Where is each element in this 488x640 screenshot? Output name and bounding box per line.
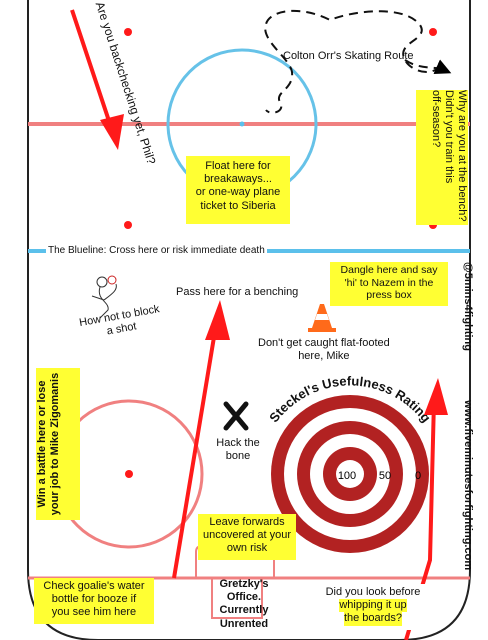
- center-dot: [239, 121, 245, 127]
- flatfooted-label: Don't get caught flat-footed here, Mike: [258, 337, 390, 363]
- water-bottle-label: Check goalie's water bottle for booze if…: [34, 578, 154, 624]
- hack-label: Hack the bone: [216, 437, 260, 463]
- doodle-figure-icon: [91, 275, 117, 319]
- hack-x-mark: [223, 401, 249, 431]
- zone-faceoff-dot: [125, 470, 133, 478]
- arrow-benching: [172, 300, 230, 579]
- arrow-phil: [70, 9, 124, 150]
- colton-skating-route: [264, 9, 444, 114]
- pass-label: Pass here for a benching: [176, 286, 299, 298]
- zigomanis-label: Win a battle here or lose your job to Mi…: [36, 368, 80, 520]
- neutral-dot: [124, 221, 132, 229]
- blueline-label: The Blueline: Cross here or risk immedia…: [46, 245, 267, 257]
- leave-label: Leave forwards uncovered at your own ris…: [198, 514, 296, 560]
- twitter-handle: @5mins4fighting: [462, 262, 474, 351]
- dangle-label: Dangle here and say 'hi' to Nazem in the…: [330, 262, 448, 306]
- float-label: Float here for breakaways... or one-way …: [186, 156, 290, 224]
- target-label-50: 50: [379, 470, 391, 482]
- goal-net: [211, 577, 263, 619]
- boards-label: Did you look before whipping it up the b…: [312, 584, 434, 630]
- usefulness-target: [271, 395, 429, 553]
- neutral-dot: [124, 28, 132, 36]
- target-label-100: 100: [338, 470, 356, 482]
- gretzky-label: Gretzky's Office. Currently Unrented: [219, 578, 269, 630]
- bench-label: Why are you at the bench? Didn't you tra…: [416, 90, 468, 225]
- website-url: www.fiveminutesforfighting.com: [462, 400, 474, 571]
- traffic-cone-icon: [308, 304, 336, 332]
- colton-route-label: Colton Orr's Skating Route: [283, 50, 414, 62]
- neutral-dot: [429, 28, 437, 36]
- rink-boards: [27, 0, 471, 640]
- target-label-0: 0: [415, 470, 421, 482]
